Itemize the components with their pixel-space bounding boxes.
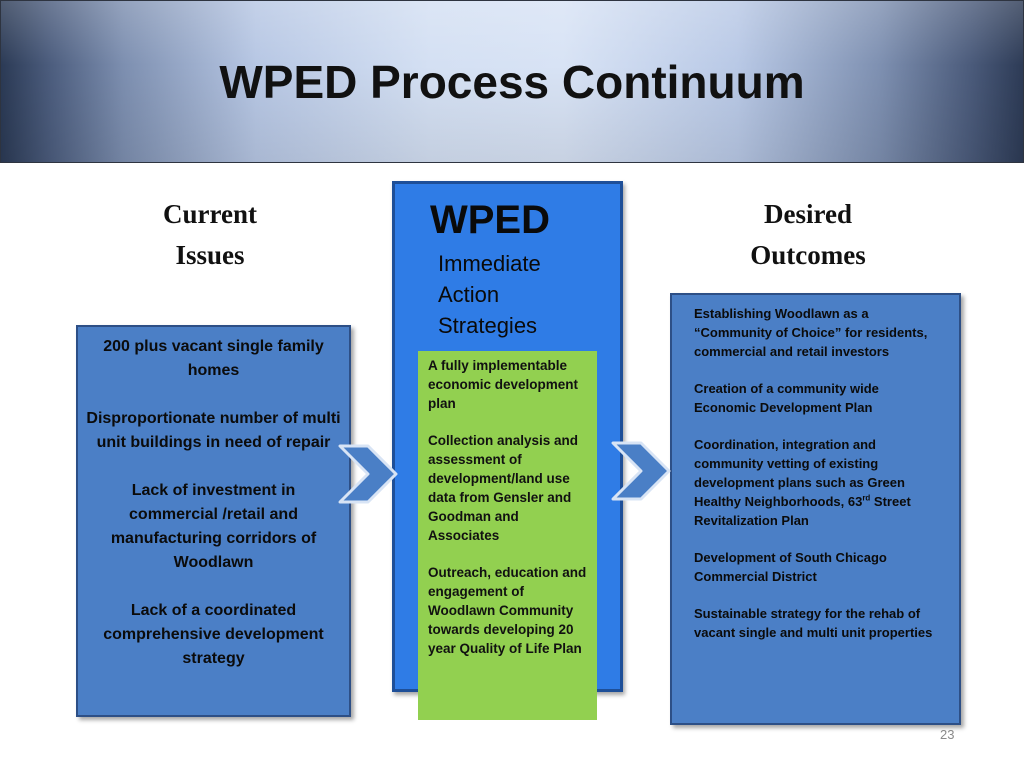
slide-number: 23: [940, 727, 955, 742]
wped-subtitle: Immediate Action Strategies: [438, 248, 541, 341]
outcome-item: Establishing Woodlawn as a “Community of…: [694, 306, 928, 359]
desired-outcomes-heading-line1: Desired: [764, 199, 852, 229]
strategy-item: Outreach, education and engagement of Wo…: [428, 565, 587, 656]
outcome-text: Street Revitalization Plan: [694, 494, 911, 528]
wped-title: WPED: [430, 198, 550, 242]
outcome-item: Development of South Chicago Commercial …: [694, 550, 887, 584]
strategy-item: Collection analysis and assessment of de…: [428, 433, 579, 543]
outcome-item: Sustainable strategy for the rehab of va…: [694, 606, 933, 640]
title-banner: [0, 0, 1024, 163]
wped-subtitle-line1: Immediate: [438, 251, 541, 276]
outcome-item: Coordination, integration and community …: [694, 435, 939, 530]
wped-subtitle-line3: Strategies: [438, 313, 538, 338]
issue-item: 200 plus vacant single family homes: [103, 338, 324, 379]
issue-item: Lack of a coordinated comprehensive deve…: [103, 602, 324, 667]
issue-item: Disproportionate number of multi unit bu…: [86, 410, 341, 451]
slide-title: WPED Process Continuum: [219, 56, 805, 108]
ordinal-suffix: rd: [862, 493, 871, 503]
wped-subtitle-line2: Action: [438, 282, 500, 307]
issue-item: Lack of investment in commercial /retail…: [110, 482, 317, 571]
chevron-right-icon: [611, 441, 671, 501]
current-issues-heading: Current Issues: [120, 194, 300, 276]
outcome-item: Creation of a community wide Economic De…: [694, 381, 879, 415]
strategy-item: A fully implementable economic developme…: [428, 358, 579, 411]
current-issues-heading-line1: Current: [163, 199, 257, 229]
desired-outcomes-box: Establishing Woodlawn as a “Community of…: [670, 293, 961, 725]
desired-outcomes-heading-line2: Outcomes: [750, 240, 866, 270]
chevron-right-icon: [338, 444, 398, 504]
outcome-text: Coordination, integration and community …: [694, 437, 905, 509]
current-issues-box: 200 plus vacant single family homes Disp…: [76, 325, 351, 717]
wped-strategies-box: A fully implementable economic developme…: [418, 351, 597, 720]
current-issues-heading-line2: Issues: [175, 240, 245, 270]
desired-outcomes-heading: Desired Outcomes: [718, 194, 898, 276]
